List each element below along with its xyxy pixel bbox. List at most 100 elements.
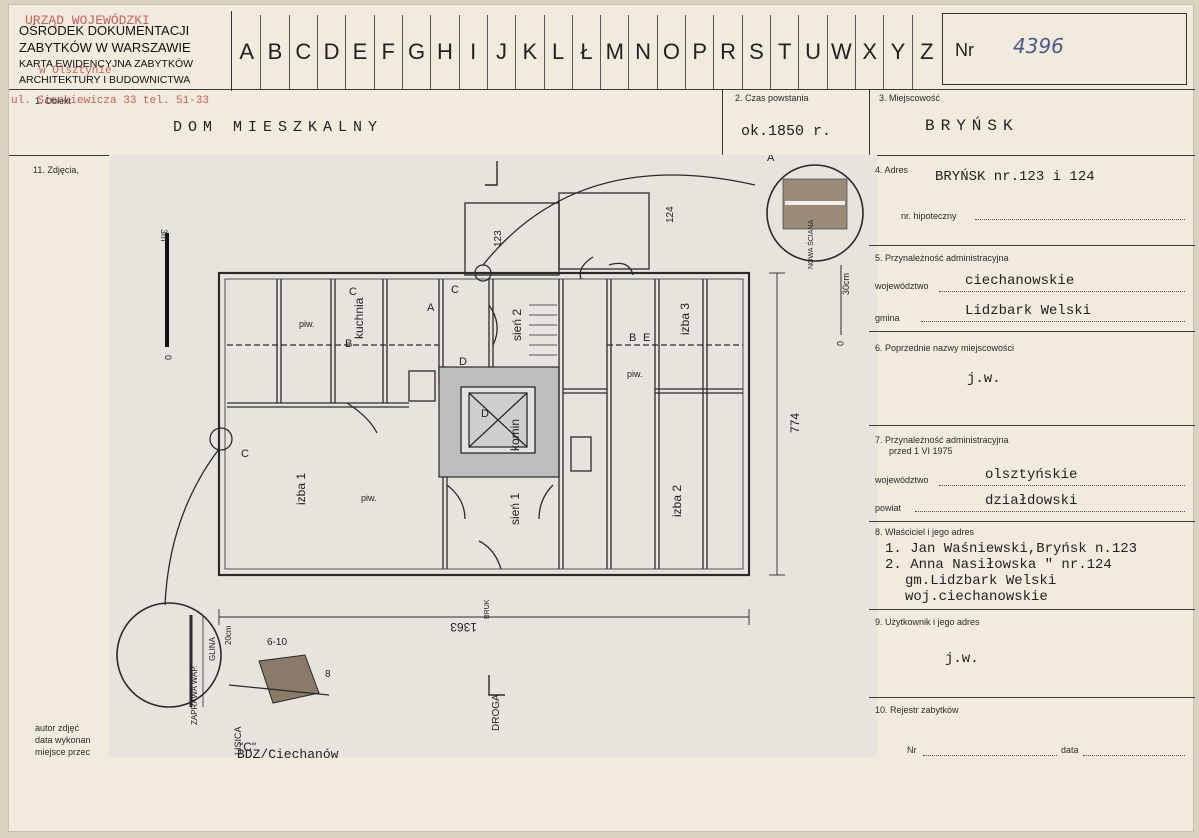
dim-width: 1363 (450, 620, 477, 634)
label-nowa-sciana: NOWA ŚCIANA (806, 220, 815, 269)
uzytkownik-value: j.w. (945, 651, 979, 667)
axis-a-2: A (767, 155, 775, 164)
room-sien1-label: sień 1 (508, 493, 522, 525)
axis-b-2: B (629, 332, 636, 344)
poprz-label: 6. Poprzednie nazwy miejscowości (875, 343, 1015, 353)
hipoteczny-label: nr. hipoteczny (901, 211, 957, 221)
stamp-line-3: ul. Sienkiewicza 33 tel. 51-33 (11, 95, 210, 107)
label-bruk: BRUK (484, 599, 491, 619)
letter-index-13: Ł (573, 15, 602, 89)
floor-plan-photo: izba 1 izba 2 izba 3 kuchnia sień 1 sień… (109, 155, 877, 757)
letter-index-2: B (261, 15, 290, 89)
czas-label: 2. Czas powstania (735, 93, 809, 103)
stamp-line-1: URZĄD WOJEWÓDZKI (25, 13, 150, 28)
letter-index-10: J (488, 15, 517, 89)
label-c: "C" (239, 740, 256, 754)
woj75-label: województwo (875, 475, 929, 485)
axis-c-2: C (451, 284, 459, 296)
miejscowosc-value: BRYŃSK (925, 117, 1019, 135)
letter-index-4: D (318, 15, 347, 89)
axis-a-1: A (427, 302, 435, 314)
wlasciciel-line-1: 1. Jan Waśniewski,Bryńsk n.123 (885, 541, 1138, 557)
letter-index-15: N (629, 15, 658, 89)
room-izba2-label: izba 2 (670, 485, 684, 517)
registration-card: OŚRODEK DOKUMENTACJI ZABYTKÓW W WARSZAWI… (8, 4, 1195, 832)
miejscowosc-label: 3. Miejscowość (879, 93, 941, 103)
nr-label: Nr (955, 40, 974, 60)
woj-label: województwo (875, 281, 929, 291)
org-line-2: ZABYTKÓW W WARSZAWIE (19, 40, 191, 55)
piw-label-3: piw. (627, 369, 643, 379)
axis-b-1: B (345, 338, 352, 350)
label-6-10: 6-10 (267, 637, 287, 648)
piw-label-1: piw. (299, 319, 315, 329)
gmina-value: Lidzbark Welski (965, 303, 1092, 319)
przyn75-label-2: przed 1 VI 1975 (889, 446, 953, 456)
axis-d-2: D (481, 408, 489, 420)
label-123: 123 (493, 230, 504, 247)
dim-depth: 774 (788, 413, 802, 433)
room-kuchnia-label: kuchnia (352, 297, 366, 339)
miejsce-value: BDZ/Ciechanów (237, 747, 339, 762)
label-lisica: LISICA (233, 726, 243, 755)
label-124: 124 (665, 206, 676, 223)
rejestr-data-label: data (1061, 745, 1079, 755)
wlasciciel-label: 8. Właściciel i jego adres (875, 527, 975, 537)
axis-c-1: C (349, 286, 357, 298)
letter-index-17: P (686, 15, 715, 89)
org-line-4: ARCHITEKTURY I BUDOWNICTWA (19, 74, 191, 86)
poprz-value: j.w. (967, 371, 1001, 387)
label-20cm: 20cm (224, 625, 233, 645)
data-label: data wykonan (35, 735, 91, 745)
wlasciciel-line-2: 2. Anna Nasiłowska " nr.124 (885, 557, 1112, 573)
room-izba1-label: izba 1 (294, 473, 308, 505)
stamp-line-2: w Olsztynie (39, 65, 112, 77)
letter-index-25: Z (920, 39, 934, 64)
room-izba3-label: izba 3 (678, 303, 692, 335)
label-glina: GLINA (208, 636, 217, 661)
label-30cm: 30cm (841, 273, 851, 295)
label-3m: 3m (159, 229, 169, 242)
axis-d-1: D (459, 356, 467, 368)
zdjecia-label: 11. Zdjęcia, (33, 165, 79, 175)
label-8: 8 (325, 669, 331, 680)
letter-index-1: A (233, 15, 262, 89)
letter-index-22: W (828, 15, 857, 89)
rejestr-nr-label: Nr (907, 745, 917, 755)
org-line-3: KARTA EWIDENCYJNA ZABYTKÓW (19, 58, 194, 70)
room-komin-label: komin (508, 419, 522, 451)
letter-index-21: U (799, 15, 828, 89)
letter-index-8: H (431, 15, 460, 89)
powiat-label: powiat (875, 503, 902, 513)
letter-index-11: K (516, 15, 545, 89)
wlasciciel-line-4: woj.ciechanowskie (905, 589, 1048, 605)
axis-e: E (643, 332, 650, 344)
obiekt-value: DOM MIESZKALNY (173, 119, 384, 136)
letter-index-23: X (856, 15, 885, 89)
przyn-label: 5. Przynależność administracyjna (875, 253, 1009, 263)
letter-index-5: E (346, 15, 375, 89)
org-line-1: OŚRODEK DOKUMENTACJI (19, 23, 190, 38)
floor-plan-drawing: izba 1 izba 2 izba 3 kuchnia sień 1 sień… (116, 155, 864, 755)
uzytkownik-label: 9. Użytkownik i jego adres (875, 617, 980, 627)
letter-index-12: L (545, 15, 573, 89)
adres-value: BRYŃSK nr.123 i 124 (935, 169, 1095, 185)
axis-c-3: C (241, 448, 249, 460)
letter-index-20: T (771, 15, 800, 89)
letter-index-19: S (743, 15, 772, 89)
nr-box: Nr 4396 (942, 13, 1187, 85)
letter-index-6: F (375, 15, 403, 89)
letter-index-16: O (658, 15, 687, 89)
wlasciciel-line-3: gm.Lidzbark Welski (905, 573, 1057, 589)
czas-value: ok.1850 r. (741, 123, 832, 140)
header-org-block: OŚRODEK DOKUMENTACJI ZABYTKÓW W WARSZAWI… (9, 11, 232, 107)
label-0-right: 0 (835, 341, 845, 346)
rejestr-label: 10. Rejestr zabytków (875, 705, 959, 715)
woj-value: ciechanowskie (965, 273, 1075, 289)
letter-index-9: I (460, 15, 488, 89)
letter-index-18: R (714, 15, 743, 89)
autor-label: autor zdjęć (35, 723, 80, 733)
gmina-label: gmina (875, 313, 900, 323)
letter-index-3: C (290, 15, 318, 89)
nr-value: 4396 (1013, 34, 1064, 58)
